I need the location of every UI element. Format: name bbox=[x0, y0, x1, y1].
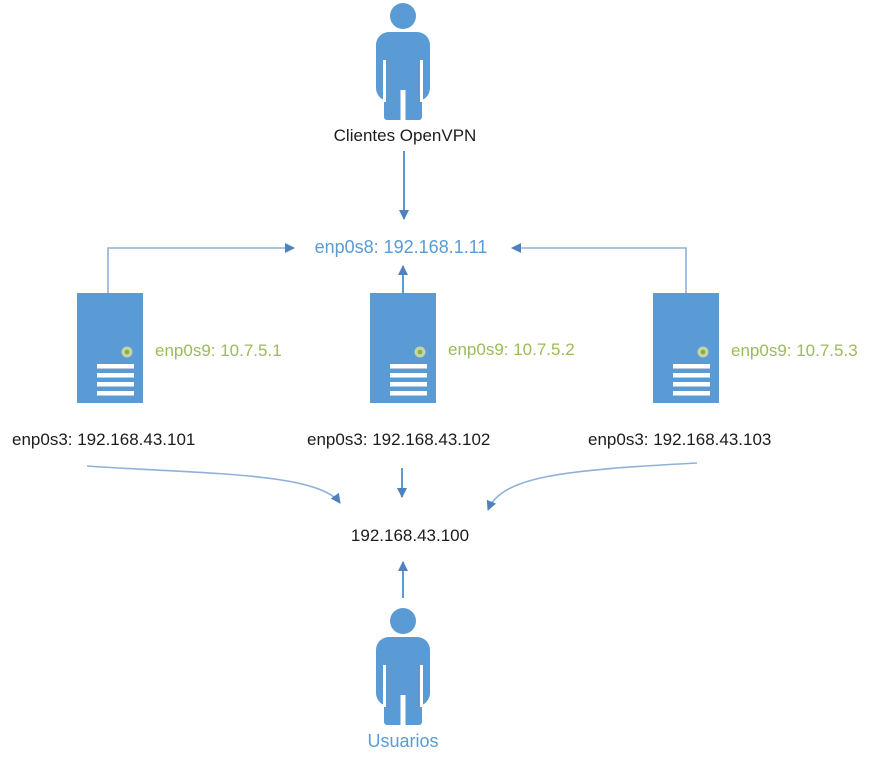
gateway-ip-label: enp0s8: 192.168.1.11 bbox=[314, 237, 488, 257]
server3-icon bbox=[653, 293, 719, 403]
server2-lan-ip-label: enp0s3: 192.168.43.102 bbox=[307, 430, 491, 449]
users-label: Usuarios bbox=[367, 731, 439, 751]
arrow-server1-to-virtual-ip bbox=[86, 465, 341, 504]
clients-label: Clientes OpenVPN bbox=[333, 126, 477, 145]
server1-vpn-ip-label: enp0s9: 10.7.5.1 bbox=[155, 341, 282, 360]
server3-vpn-ip-label: enp0s9: 10.7.5.3 bbox=[731, 341, 858, 360]
arrow-server3-to-virtual-ip bbox=[486, 462, 698, 511]
server2-vpn-ip-label: enp0s9: 10.7.5.2 bbox=[448, 340, 575, 359]
users-person-icon bbox=[374, 606, 432, 727]
virtual-ip-label: 192.168.43.100 bbox=[350, 526, 470, 545]
openvpn-clients-person-icon bbox=[374, 1, 432, 122]
server3-lan-ip-label: enp0s3: 192.168.43.103 bbox=[588, 430, 772, 449]
server1-lan-ip-label: enp0s3: 192.168.43.101 bbox=[12, 430, 196, 449]
arrow-server3-to-gateway bbox=[511, 243, 687, 293]
server1-icon bbox=[77, 293, 143, 403]
server2-icon bbox=[370, 293, 436, 403]
arrow-server1-to-gateway bbox=[107, 243, 295, 293]
